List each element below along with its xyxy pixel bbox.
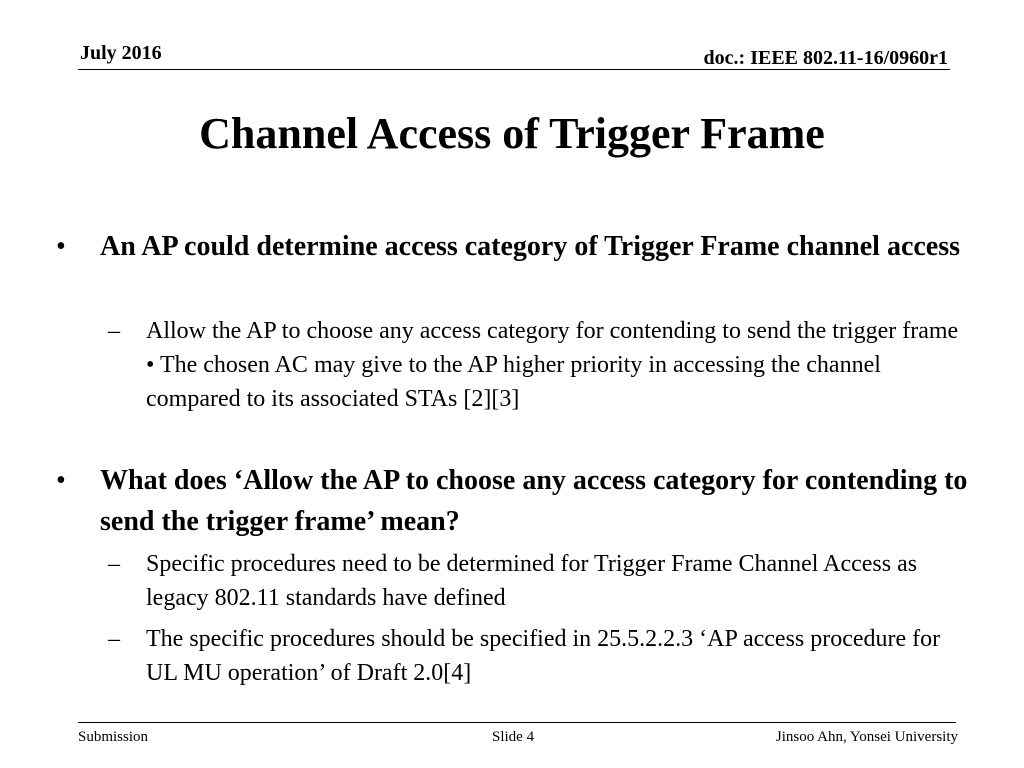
bullet-2-sub-1-text: Specific procedures need to be determine… xyxy=(146,551,918,611)
bullet-2-sub-1-marker: – xyxy=(108,551,120,577)
slide-title: Channel Access of Trigger Frame xyxy=(199,109,825,158)
header-date: July 2016 xyxy=(80,42,162,64)
bullet-2-sub-2-marker: – xyxy=(108,626,120,652)
bullet-2-sub-2: – The specific procedures should be spec… xyxy=(108,622,966,690)
header-rule xyxy=(78,69,950,70)
bullet-1: • An AP could determine access category … xyxy=(56,226,970,267)
bullet-2-marker: • xyxy=(56,465,66,496)
footer-submission: Submission xyxy=(78,729,149,745)
header-doc-id: doc.: IEEE 802.11-16/0960r1 xyxy=(703,47,948,69)
footer-slide-number: Slide 4 xyxy=(492,729,535,745)
bullet-1-marker: • xyxy=(56,231,66,262)
bullet-1-sub-1-note: • The chosen AC may give to the AP highe… xyxy=(146,352,881,412)
footer-author: Jinsoo Ahn, Yonsei University xyxy=(775,729,958,745)
bullet-1-sub-1-marker: – xyxy=(108,318,120,344)
footer-rule xyxy=(78,722,956,723)
bullet-1-sub-1: – Allow the AP to choose any access cate… xyxy=(108,314,966,416)
bullet-2-sub-2-text: The specific procedures should be specif… xyxy=(146,626,941,686)
bullet-1-sub-1-text: Allow the AP to choose any access catego… xyxy=(146,318,959,344)
bullet-2-text: What does ‘Allow the AP to choose any ac… xyxy=(100,465,968,537)
bullet-2-sub-1: – Specific procedures need to be determi… xyxy=(108,547,966,615)
bullet-2: • What does ‘Allow the AP to choose any … xyxy=(56,460,970,542)
bullet-1-text: An AP could determine access category of… xyxy=(100,231,961,262)
